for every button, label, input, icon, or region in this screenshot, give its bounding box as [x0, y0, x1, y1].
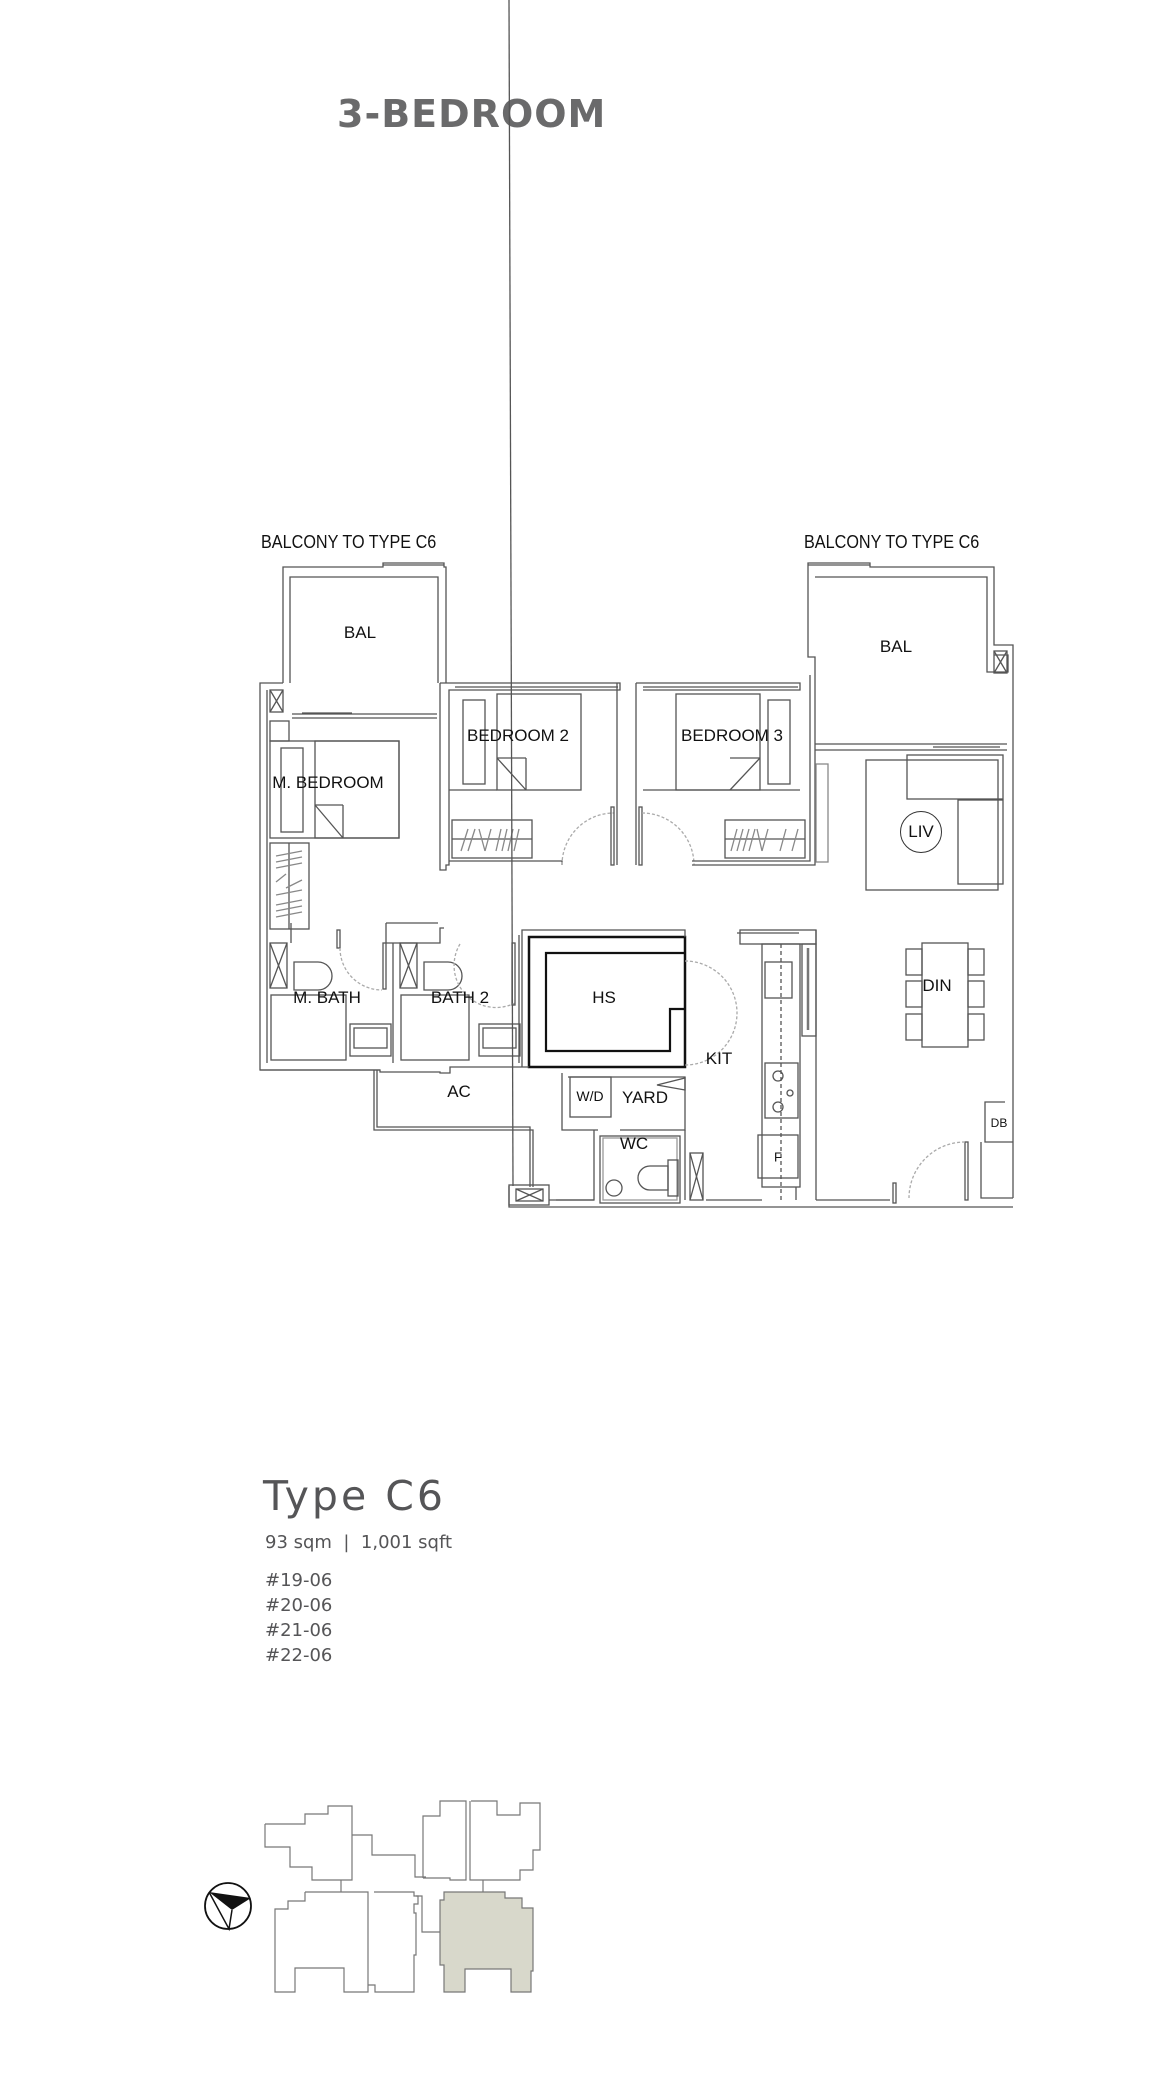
room-label-wc: WC: [619, 1134, 649, 1153]
room-label-ac-ledge: AC: [447, 1082, 471, 1101]
right-balcony-caption: BALCONY TO TYPE C6: [804, 532, 980, 552]
unit-number-list: #19-06 #20-06 #21-06 #22-06: [265, 1568, 332, 1668]
unit-number: #22-06: [265, 1645, 333, 1666]
room-label-bedroom-3: BEDROOM 3: [680, 726, 784, 745]
room-label-bath-2: BATH 2: [430, 988, 490, 1007]
room-label-fridge: F: [774, 1149, 782, 1165]
room-label-master-bath: M. BATH: [293, 988, 361, 1007]
unit-area: 93 sqm | 1,001 sqft: [265, 1532, 453, 1553]
room-label-washer-dryer: W/D: [576, 1088, 604, 1104]
unit-number: #19-06: [265, 1570, 333, 1591]
unit-type-name: Type C6: [263, 1472, 446, 1520]
room-label-distribution-board: DB: [990, 1116, 1008, 1130]
left-balcony-caption: BALCONY TO TYPE C6: [261, 532, 437, 552]
room-label-yard: YARD: [622, 1088, 668, 1107]
room-label-kitchen: KIT: [705, 1049, 733, 1068]
north-arrow-icon: [204, 1882, 252, 1932]
room-label-balcony-right: BAL: [879, 637, 913, 656]
unit-number: #20-06: [265, 1595, 333, 1616]
room-label-master-bedroom: M. BEDROOM: [272, 773, 384, 792]
page-title: 3-BEDROOM: [337, 92, 607, 136]
room-label-bedroom-2: BEDROOM 2: [466, 726, 570, 745]
room-label-household-shelter: HS: [592, 988, 616, 1007]
room-label-balcony-left: BAL: [343, 623, 377, 642]
room-label-living: LIV: [908, 822, 934, 841]
unit-number: #21-06: [265, 1620, 333, 1641]
room-label-dining: DIN: [922, 976, 952, 995]
living-circle-marker: [900, 811, 942, 853]
key-plan-highlight-block: [439, 1891, 534, 1993]
